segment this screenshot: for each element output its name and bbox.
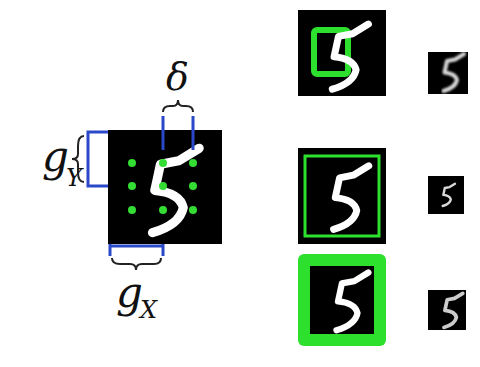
glimpse-panel <box>298 254 386 346</box>
glimpse-panel <box>298 148 386 244</box>
subscript-label: X <box>140 298 157 322</box>
glimpse-thumbnail <box>428 176 464 214</box>
glimpse-thumbnail <box>428 290 466 330</box>
glimpse-panel <box>298 10 386 96</box>
variable-label: g <box>116 272 143 314</box>
dimension-brackets <box>72 100 193 270</box>
delta-label: δ <box>166 58 189 96</box>
variable-label: g <box>42 136 69 178</box>
grid-image <box>108 130 222 244</box>
subscript-label: Y <box>66 166 82 190</box>
glimpse-thumbnail <box>428 52 468 94</box>
